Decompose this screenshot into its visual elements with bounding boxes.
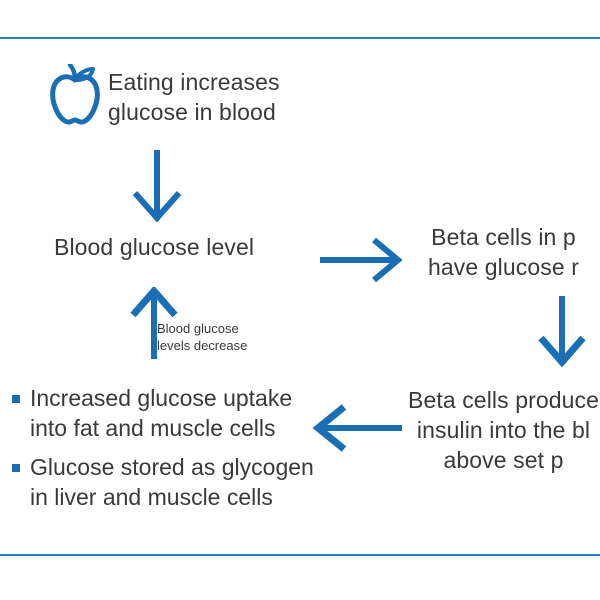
uptake-item-2-line-2: in liver and muscle cells	[30, 484, 273, 510]
beta-sense-line-2: have glucose r	[428, 254, 579, 280]
uptake-item-1-line-1: Increased glucose uptake	[30, 385, 293, 411]
label-blood-glucose-levels-decrease: Blood glucose levels decrease	[157, 320, 247, 354]
decrease-line-1: Blood glucose	[157, 321, 239, 336]
arrow-right-icon	[318, 232, 403, 293]
beta-sense-line-1: Beta cells in p	[431, 224, 576, 250]
bullet-square-icon	[12, 395, 20, 403]
beta-produce-line-1: Beta cells produce	[408, 387, 600, 413]
uptake-item-2-line-1: Glucose stored as glycogen	[30, 454, 314, 480]
arrow-down-icon	[534, 296, 590, 373]
node-beta-cells-produce-insulin: Beta cells produce insulin into the bl a…	[408, 385, 599, 475]
eating-line-1: Eating increases	[108, 69, 280, 95]
node-eating-increases-glucose: Eating increases glucose in blood	[108, 67, 280, 127]
beta-produce-line-2: insulin into the bl	[416, 417, 591, 443]
eating-line-2: glucose in blood	[108, 99, 276, 125]
apple-icon	[46, 62, 104, 131]
list-item: Glucose stored as glycogen in liver and …	[10, 452, 314, 512]
list-item: Increased glucose uptake into fat and mu…	[10, 383, 314, 443]
uptake-bullet-list: Increased glucose uptake into fat and mu…	[10, 383, 314, 521]
beta-produce-line-3: above set p	[443, 447, 564, 473]
bottom-divider-rule	[0, 554, 600, 556]
decrease-line-2: levels decrease	[157, 338, 248, 353]
uptake-item-1-line-2: into fat and muscle cells	[30, 415, 276, 441]
top-divider-rule	[0, 37, 600, 39]
arrow-up-icon	[126, 285, 182, 366]
arrow-down-icon	[126, 148, 188, 229]
bullet-square-icon	[12, 464, 20, 472]
blood-glucose-level-label: Blood glucose level	[54, 234, 255, 260]
node-beta-cells-sense: Beta cells in p have glucose r	[428, 222, 579, 282]
node-blood-glucose-level: Blood glucose level	[54, 232, 254, 262]
arrow-left-icon	[312, 400, 404, 461]
